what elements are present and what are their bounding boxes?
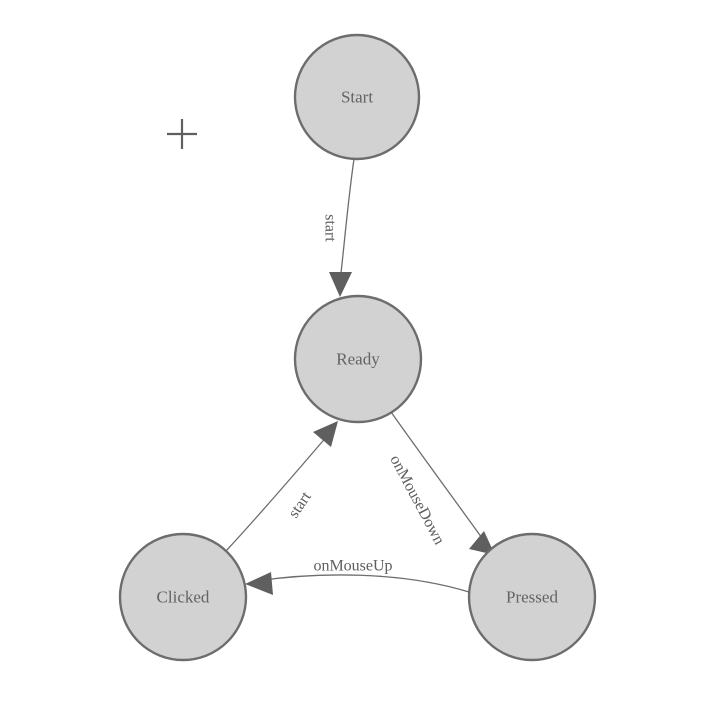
arrowhead-icon: [245, 572, 273, 595]
plus-marker-icon: [167, 119, 197, 149]
node-ready-circle[interactable]: [293, 294, 423, 424]
node-start-circle[interactable]: [293, 33, 421, 161]
arrowhead-icon: [329, 272, 352, 297]
edge-line: [339, 158, 355, 283]
edge-line: [225, 434, 329, 552]
edge-ready-to-pressed[interactable]: onMouseDown: [386, 411, 495, 555]
edge-label-pressed-to-clicked: onMouseUp: [313, 558, 392, 575]
edge-label-start-to-ready: start: [322, 214, 339, 242]
edge-line: [390, 411, 488, 546]
arrowhead-icon: [313, 421, 338, 447]
node-start[interactable]: Start: [293, 33, 421, 161]
node-clicked-label: Clicked: [157, 588, 210, 607]
edge-label-ready-to-pressed: onMouseDown: [386, 452, 447, 547]
node-start-label: Start: [341, 88, 373, 107]
node-clicked-circle[interactable]: [118, 532, 248, 662]
node-ready-label: Ready: [336, 350, 380, 369]
edge-pressed-to-clicked[interactable]: onMouseUp: [245, 558, 470, 596]
node-ready[interactable]: Ready: [293, 294, 423, 424]
node-pressed[interactable]: Pressed: [467, 532, 597, 662]
edge-clicked-to-ready[interactable]: start: [225, 421, 338, 552]
node-clicked[interactable]: Clicked: [118, 532, 248, 662]
node-pressed-circle[interactable]: [467, 532, 597, 662]
edge-line: [255, 574, 470, 593]
edge-label-clicked-to-ready: start: [285, 488, 315, 521]
node-pressed-label: Pressed: [506, 588, 558, 607]
edge-start-to-ready[interactable]: start: [322, 158, 355, 297]
arrowhead-icon: [469, 531, 495, 555]
